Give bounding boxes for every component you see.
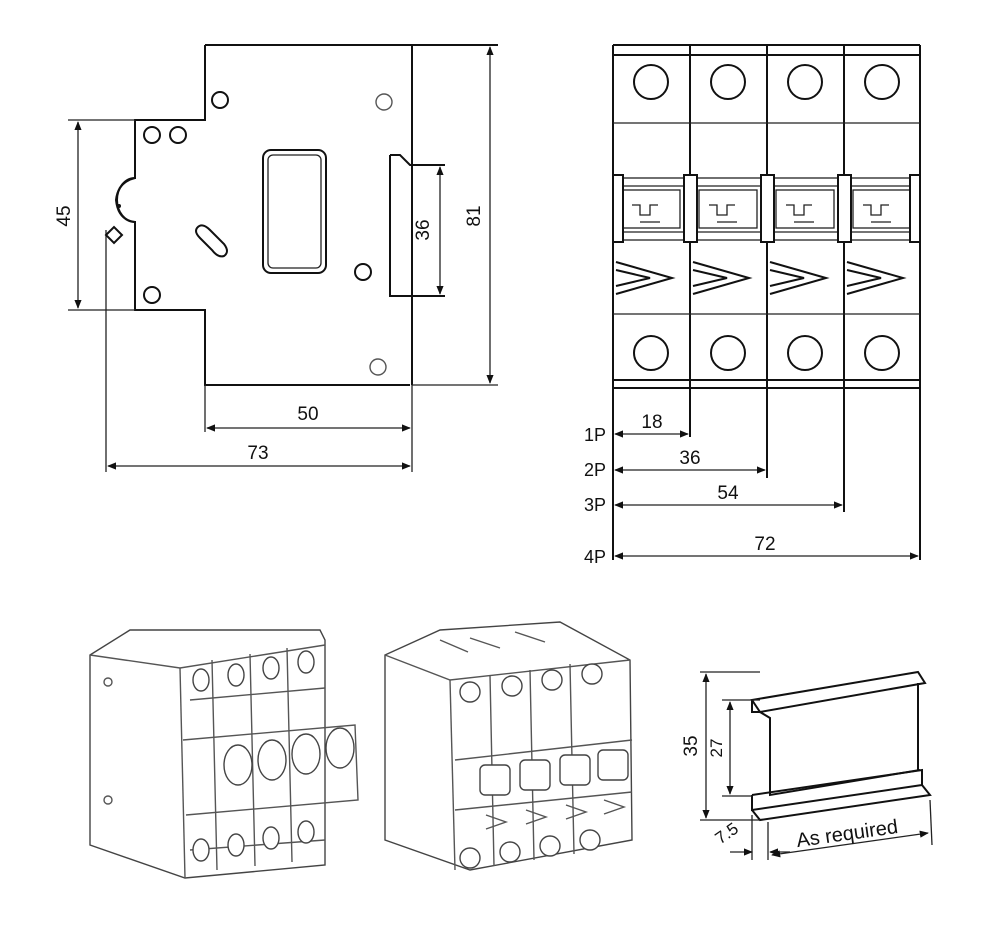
breaker-isometric-view-1	[89, 629, 359, 879]
dim-36-label: 36	[413, 219, 434, 240]
width-label-54: 54	[717, 483, 739, 504]
dim-27-label: 27	[707, 739, 726, 758]
width-label-72: 72	[754, 534, 775, 555]
din-rail-drawing	[700, 670, 933, 860]
pole-label-2p: 2P	[584, 460, 606, 480]
front-view: 1P 18 2P 36 3P 54 4P 72	[584, 44, 921, 567]
pole-label-1p: 1P	[584, 425, 606, 445]
dim-45-label: 45	[54, 205, 75, 226]
din-rail: 35 27 7.5 As required	[681, 670, 933, 860]
dim-35-label: 35	[681, 735, 702, 756]
side-view-outline	[68, 44, 498, 472]
length-label: As required	[795, 816, 899, 852]
dim-7-5-label: 7.5	[712, 819, 742, 848]
width-label-18: 18	[641, 412, 662, 433]
width-label-36: 36	[679, 448, 700, 469]
dim-50-label: 50	[297, 404, 318, 425]
pole-label-3p: 3P	[584, 495, 606, 515]
dim-73-label: 73	[247, 443, 268, 464]
breaker-isometric-view-2	[384, 621, 633, 871]
side-view: 45 36 81 50 73	[54, 44, 498, 472]
front-view-outline	[612, 44, 921, 560]
dim-81-label: 81	[464, 205, 485, 226]
pole-label-4p: 4P	[584, 547, 606, 567]
